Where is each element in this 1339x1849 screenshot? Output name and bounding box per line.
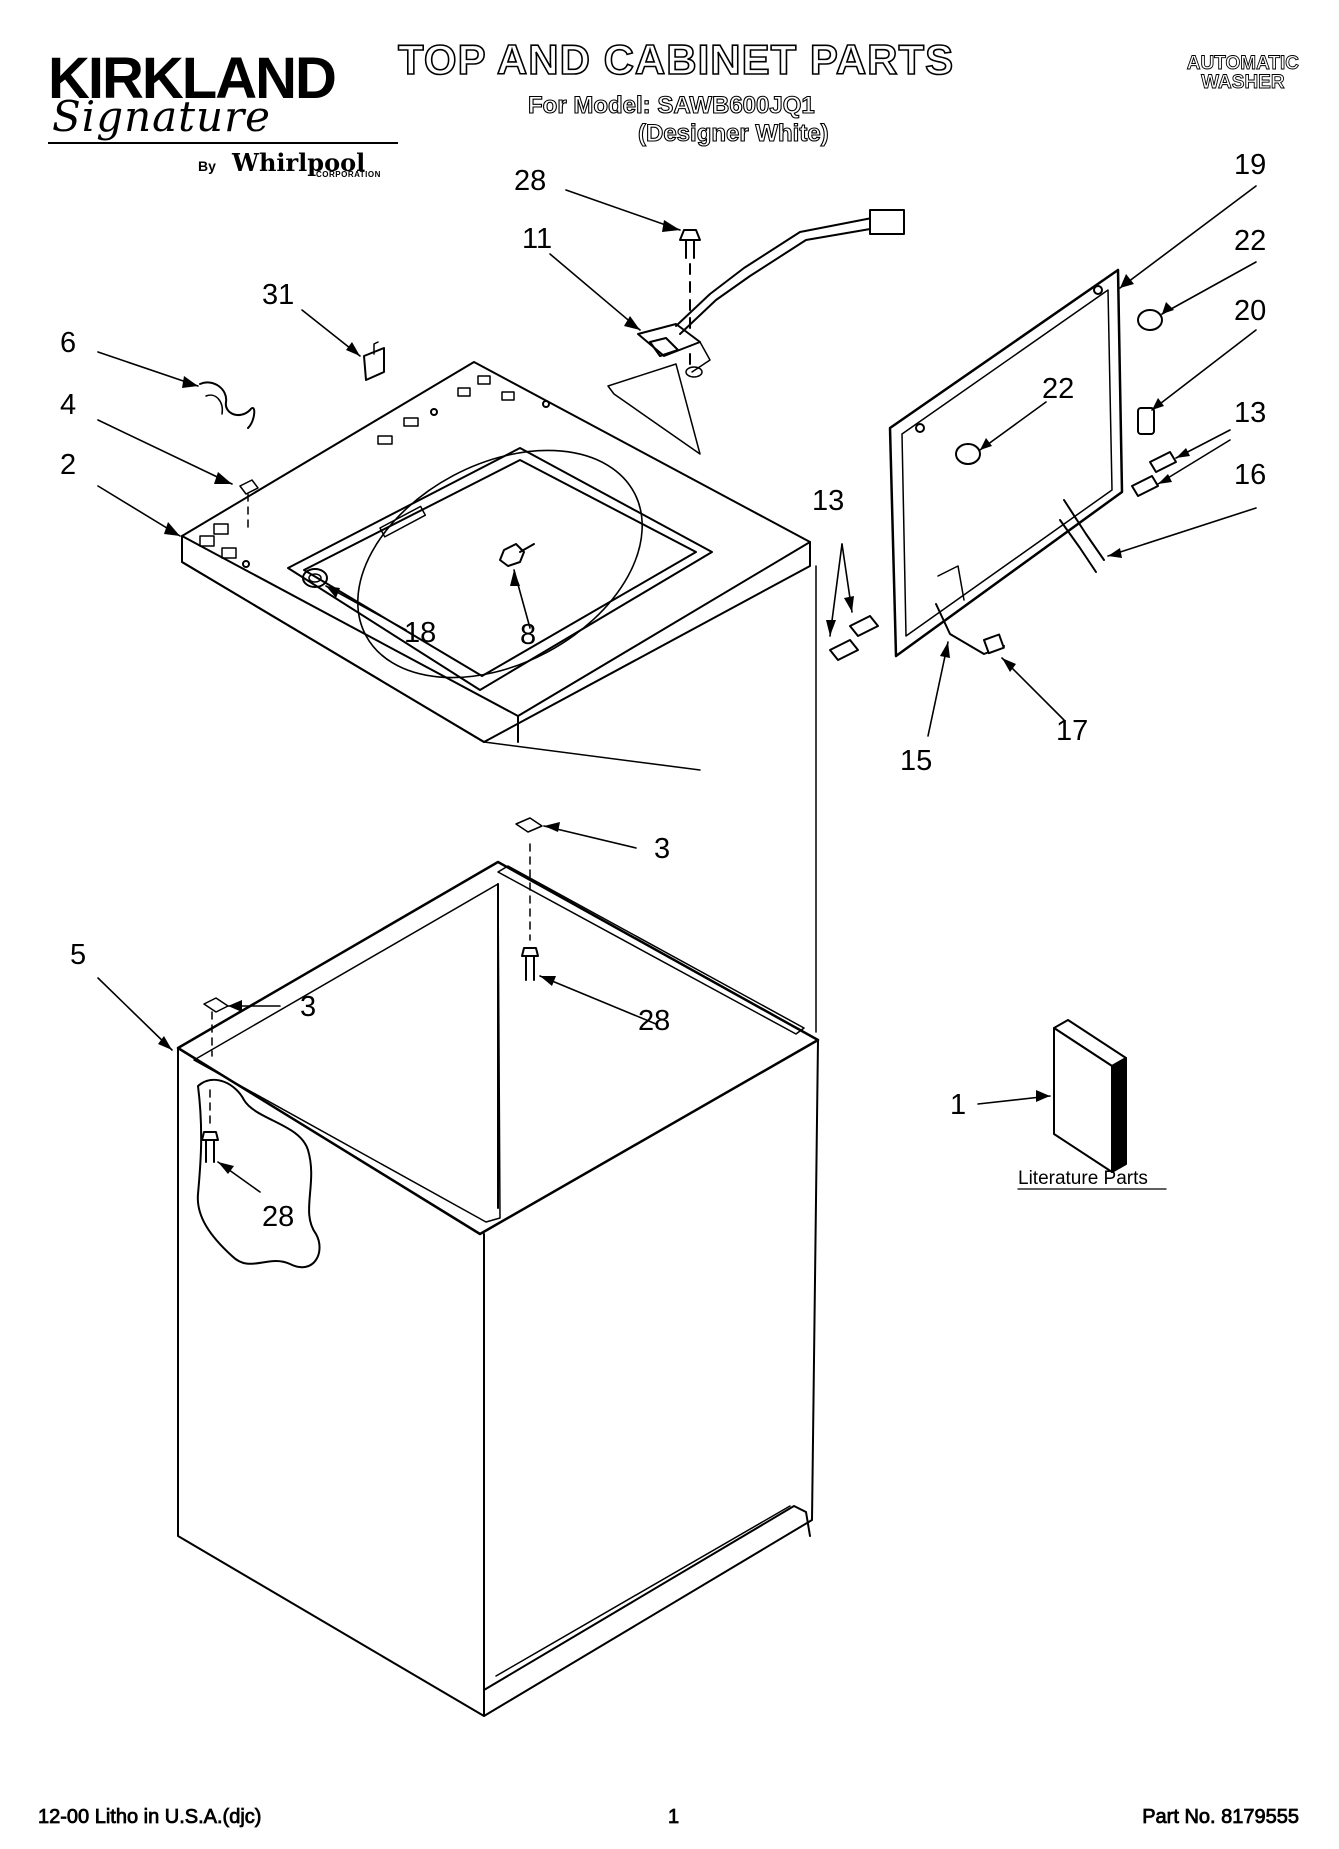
product-type-line1: AUTOMATIC — [1186, 53, 1299, 74]
callout-11: 11 — [522, 223, 552, 255]
callout-18: 18 — [404, 617, 436, 649]
washer-top — [181, 361, 811, 743]
leader-lines — [97, 185, 1257, 1193]
page-title: TOP AND CABINET PARTS — [397, 35, 955, 84]
console-frame — [829, 268, 1177, 661]
model-line: For Model: SAWB600JQ1 — [527, 91, 815, 119]
footer-litho: 12-00 Litho in U.S.A.(djc) — [38, 1806, 262, 1829]
literature-parts-label: Literature Parts — [1018, 1168, 1148, 1189]
callout-28-top: 28 — [514, 165, 546, 197]
callout-15: 15 — [900, 745, 932, 777]
footer-part-number: Part No. 8179555 — [1142, 1806, 1300, 1829]
small-clips — [199, 341, 385, 533]
callout-16: 16 — [1234, 459, 1266, 491]
cabinet — [176, 565, 820, 1717]
product-type-line2: WASHER — [1201, 72, 1285, 93]
callout-20: 20 — [1234, 295, 1266, 327]
callout-4: 4 — [60, 389, 76, 421]
brand-by: By — [198, 158, 216, 174]
variant-line: (Designer White) — [637, 119, 829, 147]
brand-name: KIRKLAND — [48, 46, 337, 111]
brand-tagline: Signature — [52, 92, 272, 141]
callout-28-mid: 28 — [638, 1005, 670, 1037]
callout-31: 31 — [262, 279, 294, 311]
literature-book — [1053, 1019, 1127, 1173]
callout-3-upper: 3 — [654, 833, 670, 865]
callout-1: 1 — [950, 1089, 966, 1121]
callout-19: 19 — [1234, 149, 1266, 181]
callout-22-right: 22 — [1234, 225, 1266, 257]
brand-rule — [48, 142, 398, 144]
callout-17: 17 — [1056, 715, 1088, 747]
maker-logo: Whirlpool — [232, 148, 366, 177]
callout-6: 6 — [60, 327, 76, 359]
callout-13-right: 13 — [1234, 397, 1266, 429]
arrowheads — [158, 220, 1190, 1174]
product-type: AUTOMATIC WASHER — [1186, 53, 1299, 93]
lid-switch-assembly — [637, 209, 905, 378]
callout-5: 5 — [70, 939, 86, 971]
callout-13-left: 13 — [812, 485, 844, 517]
callout-8: 8 — [520, 619, 536, 651]
footer-page-number: 1 — [668, 1806, 680, 1829]
maker-suffix: CORPORATION — [316, 170, 381, 179]
callout-22-inner: 22 — [1042, 373, 1074, 405]
callout-3-lower: 3 — [300, 991, 316, 1023]
callout-28-lower: 28 — [262, 1201, 294, 1233]
callout-2: 2 — [60, 449, 76, 481]
